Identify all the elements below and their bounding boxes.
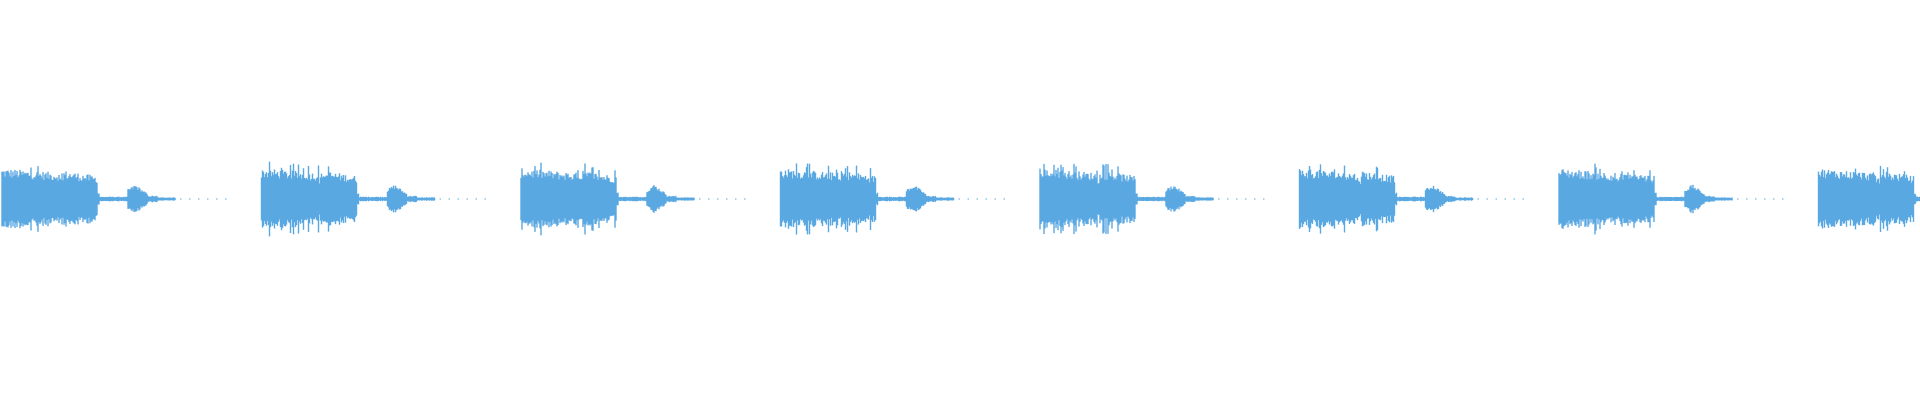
waveform-bars (1, 161, 1920, 237)
